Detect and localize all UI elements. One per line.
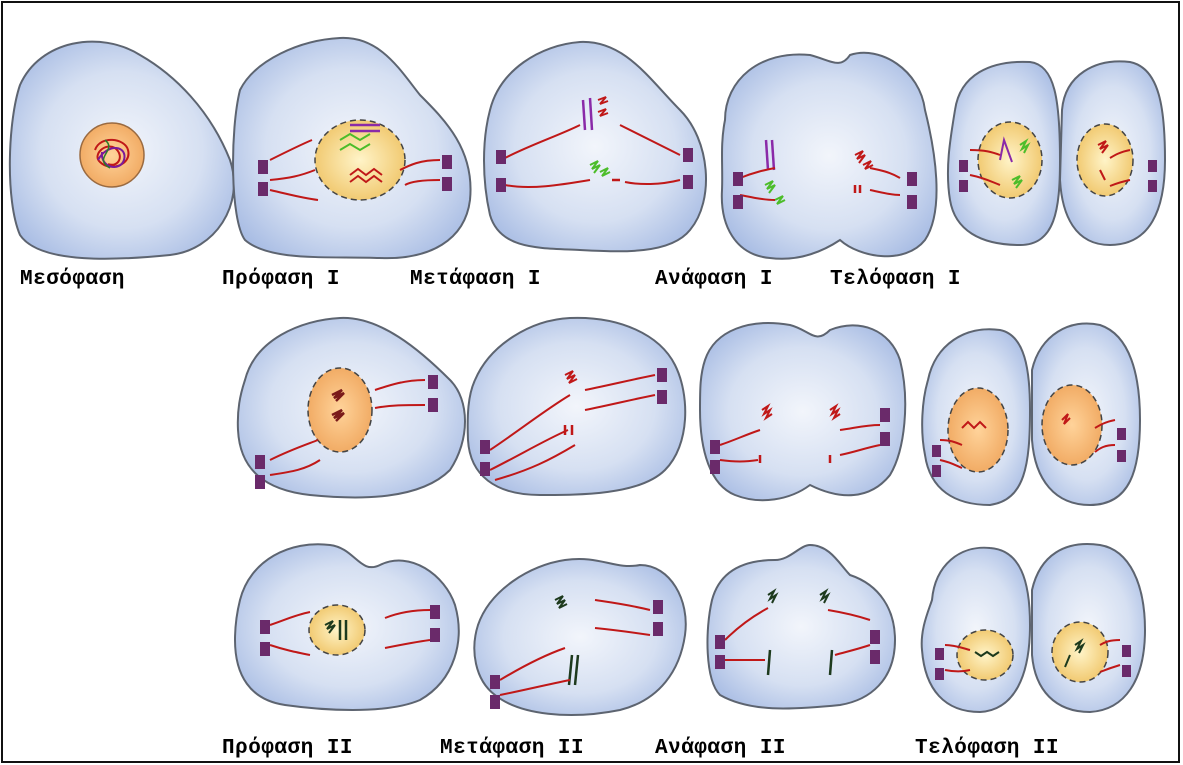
label-telophase-1: Τελόφαση Ι <box>830 268 961 291</box>
label-anaphase-1: Ανάφαση Ι <box>655 268 773 291</box>
cell-telophase-2-upper <box>922 323 1140 505</box>
centriole <box>442 177 452 191</box>
cell-anaphase-2-lower <box>707 545 895 709</box>
label-interphase: Μεσόφαση <box>20 268 125 291</box>
cell-telophase-1 <box>948 61 1165 245</box>
cell-metaphase-2-upper <box>468 318 686 495</box>
label-metaphase-1: Μετάφαση Ι <box>410 268 541 291</box>
cell-metaphase-1 <box>484 42 706 251</box>
label-metaphase-2: Μετάφαση ΙΙ <box>440 737 584 760</box>
nucleus <box>80 123 144 187</box>
cell-prophase-2-lower <box>235 544 459 710</box>
label-prophase-1: Πρόφαση Ι <box>222 268 340 291</box>
cell-anaphase-1 <box>722 53 937 259</box>
label-anaphase-2: Ανάφαση ΙΙ <box>655 737 786 760</box>
cell-interphase <box>10 42 234 259</box>
cell-metaphase-2-lower <box>474 559 685 715</box>
label-prophase-2: Πρόφαση ΙΙ <box>222 737 353 760</box>
centriole <box>258 182 268 196</box>
cell-prophase-2-upper <box>238 318 465 498</box>
cell-telophase-2-lower <box>922 544 1145 712</box>
centriole <box>258 160 268 174</box>
cell-anaphase-2-upper <box>700 323 905 500</box>
cell-prophase-1 <box>233 38 471 258</box>
centriole <box>442 155 452 169</box>
label-telophase-2: Τελόφαση ΙΙ <box>915 737 1059 760</box>
